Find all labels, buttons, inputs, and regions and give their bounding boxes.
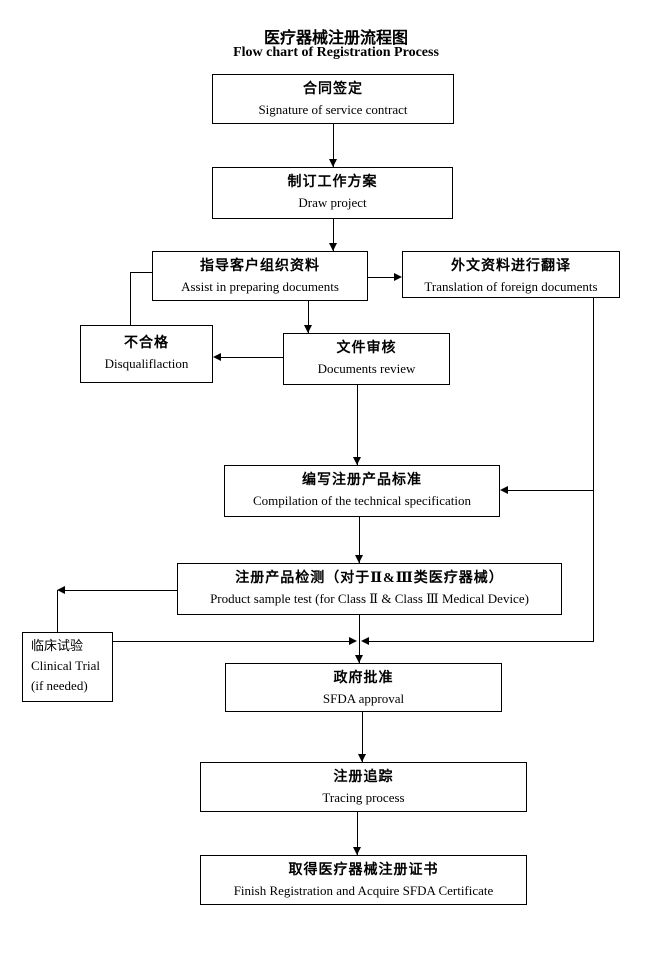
node-clinical-line3: (if needed) <box>31 678 88 693</box>
node-clinical-line1: 临床试验 <box>31 638 84 653</box>
connector-assist-to-translate <box>368 277 394 278</box>
node-contract-title-zh: 合同签定 <box>303 82 363 97</box>
flow-node-test: 注册产品检测（对于Ⅱ&Ⅲ类医疗器械） Product sample test (… <box>177 563 562 615</box>
connector-disqualified-to-assist-v <box>130 272 131 325</box>
connector-tracing-to-certificate <box>357 812 358 855</box>
flow-node-tracing: 注册追踪 Tracing process <box>200 762 527 812</box>
node-certificate-subtitle-en: Finish Registration and Acquire SFDA Cer… <box>233 883 494 898</box>
arrowhead-left-junction <box>361 637 369 645</box>
connector-test-to-clinical-h <box>65 590 177 591</box>
node-tracing-subtitle-en: Tracing process <box>322 790 405 805</box>
node-project-title-zh: 制订工作方案 <box>287 175 378 190</box>
flow-node-contract: 合同签定 Signature of service contract <box>212 74 454 124</box>
node-compile-subtitle-en: Compilation of the technical specificati… <box>252 493 472 508</box>
arrowhead-down-approval <box>355 655 363 663</box>
connector-clinical-to-approval <box>113 641 349 642</box>
flow-node-disqualified: 不合格 Disqualiflaction <box>80 325 213 383</box>
connector-test-to-approval <box>359 615 360 663</box>
arrowhead-down-tracing <box>358 754 366 762</box>
flow-node-assist: 指导客户组织资料 Assist in preparing documents <box>152 251 368 301</box>
connector-test-to-clinical-v <box>57 590 58 632</box>
flow-node-project: 制订工作方案 Draw project <box>212 167 453 219</box>
arrowhead-left-compile <box>500 486 508 494</box>
arrowhead-right-junction <box>349 637 357 645</box>
node-approval-title-zh: 政府批准 <box>333 671 394 686</box>
flow-node-review: 文件审核 Documents review <box>283 333 450 385</box>
flow-node-approval: 政府批准 SFDA approval <box>225 663 502 712</box>
connector-review-to-compile <box>357 385 358 465</box>
flow-node-clinical: 临床试验 Clinical Trial (if needed) <box>22 632 113 702</box>
node-approval-subtitle-en: SFDA approval <box>322 691 405 706</box>
connector-assist-to-review <box>308 301 309 333</box>
node-assist-title-zh: 指导客户组织资料 <box>200 259 320 274</box>
node-clinical-line2: Clinical Trial <box>31 658 100 673</box>
connector-approval-to-tracing <box>362 712 363 762</box>
node-project-subtitle-en: Draw project <box>298 195 367 210</box>
node-review-subtitle-en: Documents review <box>317 361 416 376</box>
connector-review-to-disqualified <box>221 357 283 358</box>
node-test-subtitle-en: Product sample test (for Class Ⅱ & Class… <box>210 591 529 606</box>
node-contract-subtitle-en: Signature of service contract <box>258 102 408 117</box>
flow-node-translate: 外文资料进行翻译 Translation of foreign document… <box>402 251 620 298</box>
node-test-title-zh: 注册产品检测（对于Ⅱ&Ⅲ类医疗器械） <box>235 571 504 586</box>
node-assist-subtitle-en: Assist in preparing documents <box>181 279 339 294</box>
arrowhead-down-assist <box>329 243 337 251</box>
connector-rail-to-compile <box>508 490 594 491</box>
arrowhead-down-project <box>329 159 337 167</box>
flow-node-compile: 编写注册产品标准 Compilation of the technical sp… <box>224 465 500 517</box>
connector-rail-to-approval <box>369 641 594 642</box>
node-tracing-title-zh: 注册追踪 <box>333 770 394 785</box>
connector-compile-to-test <box>359 517 360 563</box>
chart-title-en: Flow chart of Registration Process <box>233 45 439 60</box>
node-disqualified-subtitle-en: Disqualiflaction <box>104 356 189 371</box>
chart-title-zh: 医疗器械注册流程图 <box>263 30 408 47</box>
node-compile-title-zh: 编写注册产品标准 <box>302 473 422 488</box>
arrowhead-left-disqualified <box>213 353 221 361</box>
connector-disqualified-to-assist-h <box>130 272 152 273</box>
arrowhead-down-certificate <box>353 847 361 855</box>
flow-node-certificate: 取得医疗器械注册证书 Finish Registration and Acqui… <box>200 855 527 905</box>
arrowhead-down-test <box>355 555 363 563</box>
arrowhead-down-compile <box>353 457 361 465</box>
arrowhead-right-translate <box>394 273 402 281</box>
connector-translate-rail-v <box>593 298 594 642</box>
arrowhead-down-review <box>304 325 312 333</box>
connector-contract-to-project <box>333 124 334 167</box>
node-translate-title-zh: 外文资料进行翻译 <box>451 259 571 274</box>
arrowhead-left-clinical <box>57 586 65 594</box>
connector-project-to-assist <box>333 219 334 251</box>
node-certificate-title-zh: 取得医疗器械注册证书 <box>288 863 439 878</box>
node-disqualified-title-zh: 不合格 <box>124 336 169 351</box>
node-translate-subtitle-en: Translation of foreign documents <box>424 279 598 294</box>
node-review-title-zh: 文件审核 <box>336 341 397 356</box>
